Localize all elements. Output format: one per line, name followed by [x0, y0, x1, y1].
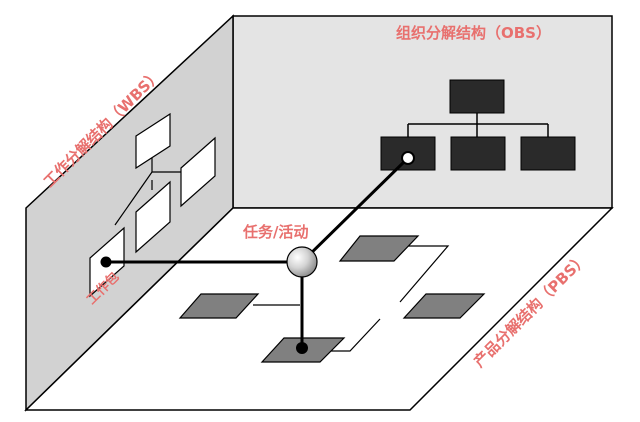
obs-child-box-2: [450, 136, 506, 171]
obs-org-chart: [380, 79, 576, 171]
back-wall: [232, 15, 613, 209]
task-activity-label: 任务/活动: [242, 223, 308, 241]
pbs-tile-right: [402, 293, 486, 319]
floor: [24, 207, 614, 411]
pbs-tile-left: [178, 293, 260, 319]
pbs-tile-top: [338, 235, 420, 262]
pbs-endpoint-dot: [296, 342, 308, 354]
wbs-endpoint-dot: [100, 256, 112, 268]
task-hub-sphere: [286, 246, 318, 278]
wbs-node-top: [135, 112, 171, 170]
obs-root-box: [449, 79, 505, 114]
obs-label: 组织分解结构（OBS）: [396, 24, 551, 42]
wbs-node-mid: [135, 180, 171, 254]
obs-endpoint-dot: [401, 151, 415, 165]
obs-child-box-3: [520, 136, 576, 171]
wbs-node-right: [180, 136, 216, 208]
